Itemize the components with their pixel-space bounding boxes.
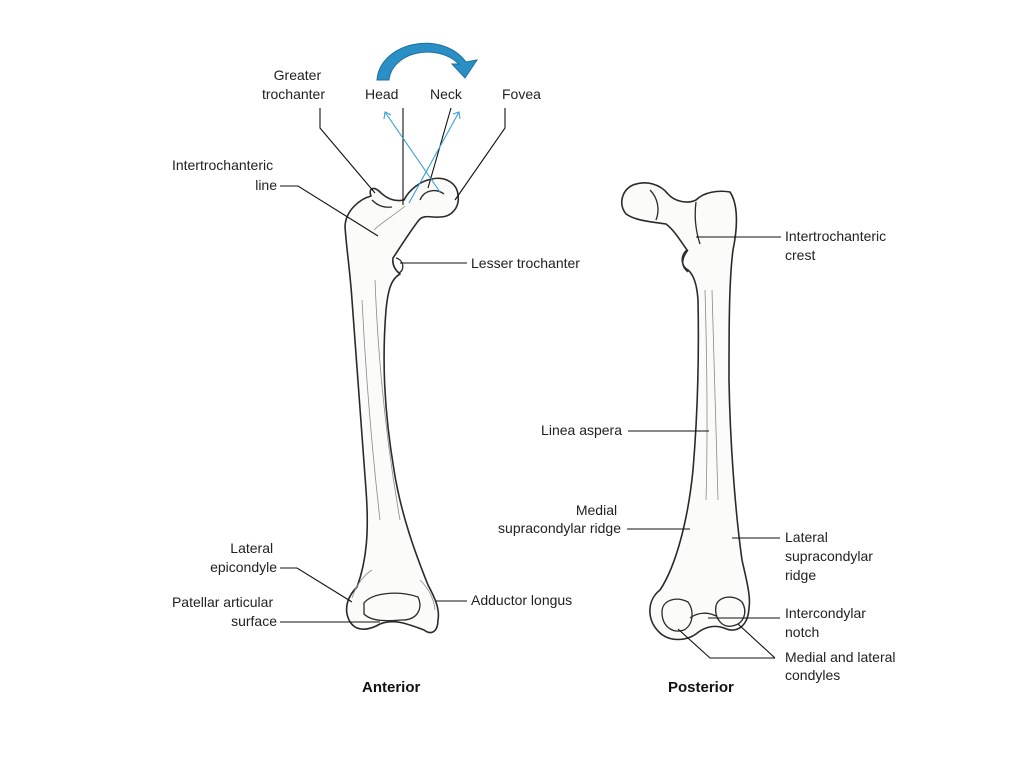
swap-arrowhead-neck bbox=[452, 111, 461, 120]
curved-arrow-icon bbox=[376, 42, 479, 81]
label-neck: Neck bbox=[430, 86, 463, 102]
label-linea-aspera: Linea aspera bbox=[541, 422, 622, 438]
caption-posterior: Posterior bbox=[668, 679, 734, 696]
posterior-femur-outline bbox=[621, 182, 751, 641]
anterior-femur-outline bbox=[344, 177, 460, 634]
anterior-neck-detail bbox=[373, 205, 406, 231]
label-lesser-trochanter: Lesser trochanter bbox=[471, 255, 580, 271]
leader-medial-condyle bbox=[677, 628, 775, 659]
swap-arrowhead-head bbox=[383, 111, 392, 120]
leader-greater-trochanter bbox=[319, 108, 376, 194]
label-head: Head bbox=[365, 86, 398, 102]
posterior-intercondylar-notch bbox=[689, 612, 717, 619]
posterior-lateral-condyle bbox=[715, 596, 746, 627]
label-lateral-epicondyle: Lateral epicondyle bbox=[210, 540, 277, 575]
leader-lateral-condyle bbox=[737, 623, 776, 659]
label-adductor-longus: Adductor longus bbox=[471, 592, 572, 608]
anterior-condyle-shade-2 bbox=[419, 579, 436, 611]
label-medial-and-lateral-condyles: Medial and lateral condyles bbox=[785, 649, 899, 683]
label-intertrochanteric-line: Intertrochanteric line bbox=[172, 157, 277, 193]
anterior-femur bbox=[344, 177, 460, 634]
posterior-leader-lines bbox=[627, 236, 781, 659]
posterior-linea-aspera-line bbox=[704, 289, 708, 501]
anterior-shaft-shade bbox=[361, 299, 381, 521]
anterior-leader-lines bbox=[280, 107, 506, 623]
anterior-greater-trochanter-notch bbox=[371, 199, 393, 208]
label-medial-supracondylar-ridge: Medial supracondylar ridge bbox=[498, 502, 621, 536]
posterior-head-rim bbox=[649, 189, 659, 221]
posterior-intertrochanteric-ridge bbox=[694, 201, 701, 245]
posterior-femur bbox=[621, 182, 751, 641]
posterior-linea-aspera-line-2 bbox=[711, 289, 719, 501]
caption-anterior: Anterior bbox=[362, 679, 421, 696]
label-greater-trochanter: Greater trochanter bbox=[262, 67, 325, 102]
leader-fovea bbox=[454, 108, 506, 201]
label-fovea: Fovea bbox=[502, 86, 541, 102]
label-patellar-articular-surface: Patellar articular surface bbox=[172, 594, 277, 629]
anterior-condyle-shade bbox=[351, 569, 373, 599]
anterior-lesser-trochanter-shape bbox=[395, 257, 404, 274]
posterior-labels: Intertrochanteric crest Linea aspera Med… bbox=[498, 228, 899, 696]
anterior-labels: Greater trochanter Head Neck Fovea Inter… bbox=[172, 67, 580, 696]
anterior-head-rim bbox=[419, 189, 445, 201]
swap-indicator bbox=[376, 42, 479, 204]
leader-intertrochanteric-line bbox=[280, 185, 379, 237]
label-intercondylar-notch: Intercondylar notch bbox=[785, 605, 870, 640]
label-lateral-supracondylar-ridge: Lateral supracondylar ridge bbox=[785, 529, 877, 583]
anterior-patellar-surface-shape bbox=[363, 592, 421, 622]
anterior-shaft-shade-2 bbox=[374, 279, 401, 521]
head-neck-swap-line-1 bbox=[408, 111, 460, 204]
head-neck-swap-line-2 bbox=[384, 111, 441, 193]
posterior-lesser-trochanter-shape bbox=[682, 249, 689, 273]
leader-lateral-epicondyle bbox=[280, 567, 353, 603]
label-intertrochanteric-crest: Intertrochanteric crest bbox=[785, 228, 890, 263]
